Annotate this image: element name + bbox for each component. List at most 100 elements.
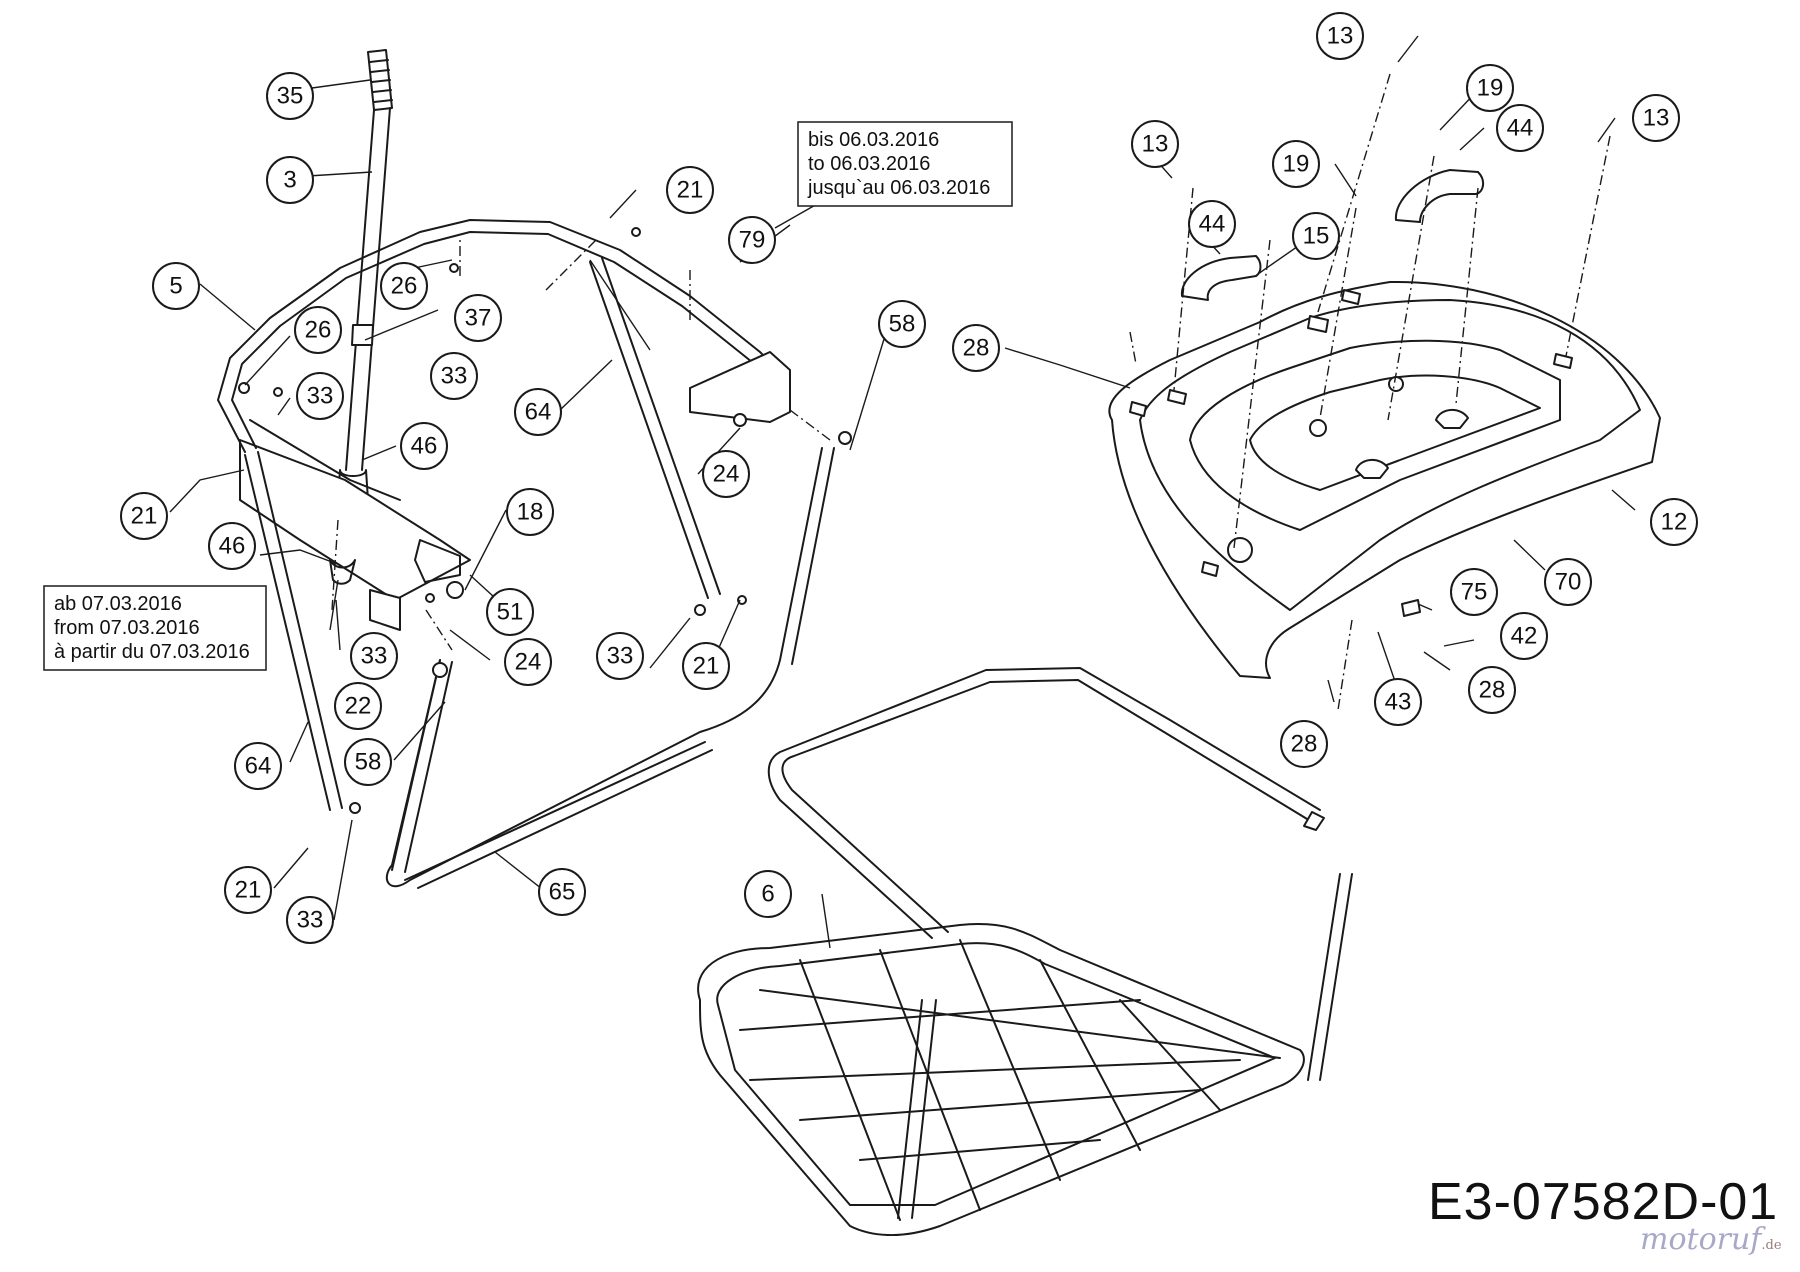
- svg-text:à partir du 07.03.2016: à partir du 07.03.2016: [54, 641, 250, 663]
- callout: 12: [1650, 498, 1698, 546]
- alignment-lines-left: [331, 236, 831, 651]
- svg-text:21: 21: [131, 503, 158, 530]
- callout: 21: [666, 166, 714, 214]
- svg-text:to 06.03.2016: to 06.03.2016: [808, 153, 930, 175]
- callout: 6: [744, 870, 792, 918]
- svg-text:15: 15: [1303, 223, 1330, 250]
- callout: 22: [334, 682, 382, 730]
- svg-text:75: 75: [1461, 579, 1488, 606]
- callout: 37: [454, 294, 502, 342]
- svg-text:51: 51: [497, 599, 524, 626]
- svg-text:21: 21: [677, 177, 704, 204]
- callout: 19: [1466, 64, 1514, 112]
- watermark: motoruf.de: [1640, 1222, 1782, 1257]
- svg-text:13: 13: [1327, 23, 1354, 50]
- callout: 33: [286, 896, 334, 944]
- callout: 58: [878, 300, 926, 348]
- svg-text:35: 35: [277, 83, 304, 110]
- callout: 26: [294, 306, 342, 354]
- svg-text:79: 79: [739, 227, 766, 254]
- callout: 64: [234, 742, 282, 790]
- svg-text:70: 70: [1555, 569, 1582, 596]
- svg-text:bis 06.03.2016: bis 06.03.2016: [808, 129, 939, 151]
- svg-text:64: 64: [525, 399, 552, 426]
- callout: 33: [430, 352, 478, 400]
- svg-text:46: 46: [411, 433, 438, 460]
- svg-text:33: 33: [361, 643, 388, 670]
- callout: 13: [1632, 94, 1680, 142]
- callout: 79: [728, 216, 776, 264]
- svg-text:28: 28: [1291, 731, 1318, 758]
- svg-text:19: 19: [1477, 75, 1504, 102]
- svg-text:33: 33: [297, 907, 324, 934]
- svg-text:33: 33: [307, 383, 334, 410]
- svg-text:13: 13: [1142, 131, 1169, 158]
- callout: 33: [596, 632, 644, 680]
- svg-text:28: 28: [1479, 677, 1506, 704]
- callout: 26: [380, 262, 428, 310]
- svg-text:58: 58: [889, 311, 916, 338]
- callout: 75: [1450, 568, 1498, 616]
- svg-text:ab 07.03.2016: ab 07.03.2016: [54, 593, 182, 615]
- svg-text:24: 24: [515, 649, 542, 676]
- callout: 35: [266, 72, 314, 120]
- svg-text:64: 64: [245, 753, 272, 780]
- callout: 21: [224, 866, 272, 914]
- callout: 33: [296, 372, 344, 420]
- svg-text:21: 21: [235, 877, 262, 904]
- callout: 28: [952, 324, 1000, 372]
- svg-text:37: 37: [465, 305, 492, 332]
- svg-text:58: 58: [355, 749, 382, 776]
- callout: 19: [1272, 140, 1320, 188]
- callout: 42: [1500, 612, 1548, 660]
- callout: 64: [514, 388, 562, 436]
- note-from: ab 07.03.2016 from 07.03.2016 à partir d…: [43, 585, 267, 671]
- watermark-brand: motoruf: [1640, 1222, 1762, 1257]
- callout: 15: [1292, 212, 1340, 260]
- callouts: 35 3 5 26 26 37 33 33 21 21 46 46 22 33 …: [120, 12, 1698, 944]
- svg-text:44: 44: [1199, 211, 1226, 238]
- svg-text:33: 33: [441, 363, 468, 390]
- callout: 44: [1188, 200, 1236, 248]
- callout: 18: [506, 488, 554, 536]
- seat-pan: [697, 667, 1353, 1236]
- svg-text:18: 18: [517, 499, 544, 526]
- svg-text:26: 26: [305, 317, 332, 344]
- callout: 65: [538, 868, 586, 916]
- svg-text:33: 33: [607, 643, 634, 670]
- svg-text:6: 6: [761, 881, 774, 908]
- callout: 13: [1316, 12, 1364, 60]
- callout: 28: [1468, 666, 1516, 714]
- svg-text:jusqu`au 06.03.2016: jusqu`au 06.03.2016: [807, 177, 990, 199]
- roll-bar-frame: [217, 219, 852, 889]
- callout: 33: [350, 632, 398, 680]
- svg-text:12: 12: [1661, 509, 1688, 536]
- note-upto: bis 06.03.2016 to 06.03.2016 jusqu`au 06…: [797, 121, 1013, 207]
- callout: 3: [266, 156, 314, 204]
- callout: 46: [400, 422, 448, 470]
- svg-text:44: 44: [1507, 115, 1534, 142]
- svg-text:65: 65: [549, 879, 576, 906]
- svg-text:19: 19: [1283, 151, 1310, 178]
- svg-text:43: 43: [1385, 689, 1412, 716]
- callout: 5: [152, 262, 200, 310]
- callout: 58: [344, 738, 392, 786]
- svg-text:46: 46: [219, 533, 246, 560]
- svg-text:21: 21: [693, 653, 720, 680]
- svg-text:13: 13: [1643, 105, 1670, 132]
- svg-text:5: 5: [169, 273, 182, 300]
- svg-text:42: 42: [1511, 623, 1538, 650]
- callout: 70: [1544, 558, 1592, 606]
- callout: 43: [1374, 678, 1422, 726]
- callout: 21: [682, 642, 730, 690]
- callout: 24: [702, 450, 750, 498]
- callout: 13: [1131, 120, 1179, 168]
- drawing-code: E3-07582D-01: [1428, 1173, 1779, 1231]
- callout: 21: [120, 492, 168, 540]
- seat-cover: [1108, 169, 1661, 679]
- lever-assembly: [239, 49, 471, 631]
- callout: 44: [1496, 104, 1544, 152]
- svg-text:24: 24: [713, 461, 740, 488]
- svg-text:28: 28: [963, 335, 990, 362]
